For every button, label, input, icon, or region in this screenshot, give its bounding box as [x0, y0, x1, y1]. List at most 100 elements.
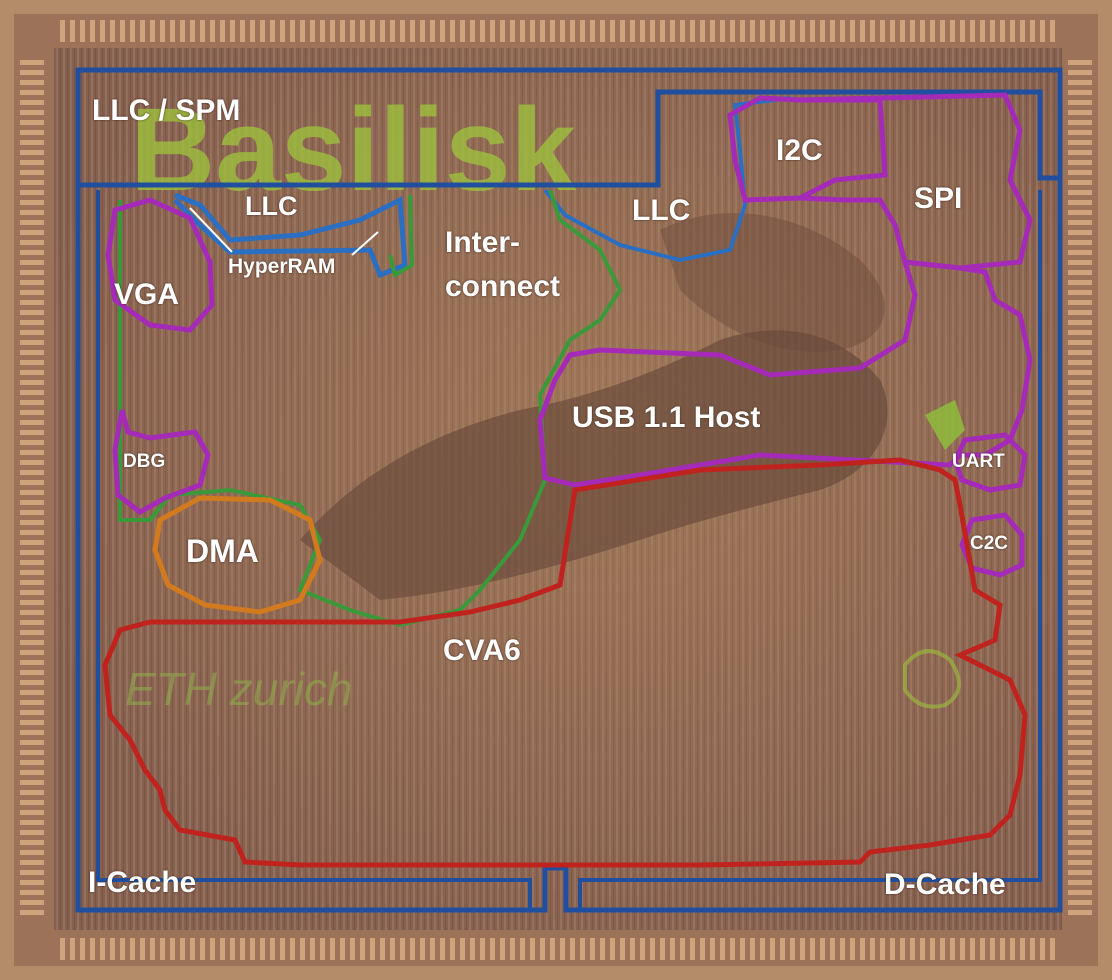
bond-pad: [20, 350, 44, 355]
bond-pad: [890, 938, 895, 960]
bond-pad: [360, 20, 365, 42]
bond-pad: [710, 20, 715, 42]
bond-pad: [540, 20, 545, 42]
bond-pad: [20, 550, 44, 555]
bond-pad: [750, 938, 755, 960]
bond-pad: [1068, 310, 1092, 315]
bond-pad: [20, 780, 44, 785]
bond-pad: [480, 938, 485, 960]
label-icache: I-Cache: [88, 866, 197, 899]
label-llc-right: LLC: [632, 194, 691, 227]
bond-pad: [810, 20, 815, 42]
bond-pad: [210, 20, 215, 42]
bond-pad: [500, 938, 505, 960]
bond-pad: [20, 100, 44, 105]
llc-right-outline: [543, 96, 791, 263]
bond-pad: [1068, 460, 1092, 465]
bond-pad: [1068, 170, 1092, 175]
bond-pad: [590, 938, 595, 960]
bond-pad: [930, 938, 935, 960]
bond-pad: [1040, 20, 1045, 42]
bond-pad: [190, 20, 195, 42]
bond-pad: [670, 20, 675, 42]
bond-pad: [1020, 20, 1025, 42]
bond-pad: [920, 938, 925, 960]
bond-pad: [140, 20, 145, 42]
bond-pad: [860, 938, 865, 960]
bond-pad: [1068, 540, 1092, 545]
label-vga: VGA: [114, 278, 180, 311]
bond-pad: [340, 938, 345, 960]
bond-pad: [880, 20, 885, 42]
bond-pad: [970, 938, 975, 960]
bond-pad: [20, 450, 44, 455]
bond-pad: [1068, 770, 1092, 775]
bond-pad: [1068, 420, 1092, 425]
bond-pad: [760, 20, 765, 42]
bond-pad: [440, 938, 445, 960]
bond-pad: [230, 20, 235, 42]
bond-pad: [530, 938, 535, 960]
bond-pad: [1068, 190, 1092, 195]
snake-artwork: [300, 330, 888, 600]
bond-pad: [20, 110, 44, 115]
bond-pad: [700, 938, 705, 960]
bond-pad: [250, 20, 255, 42]
bond-pad: [1068, 500, 1092, 505]
bond-pad: [20, 690, 44, 695]
bond-pad: [1068, 250, 1092, 255]
bond-pad: [1068, 210, 1092, 215]
bond-pad: [20, 520, 44, 525]
inner-frame-outline: [96, 190, 1042, 910]
i2c-outline: [727, 95, 888, 203]
chip-outline: [75, 67, 1063, 913]
bond-pad: [1068, 900, 1092, 905]
bond-pad: [460, 938, 465, 960]
bond-pad: [430, 20, 435, 42]
bond-pad: [80, 938, 85, 960]
bond-pad: [1068, 870, 1092, 875]
bond-pad: [680, 20, 685, 42]
bond-pad: [280, 938, 285, 960]
bond-pad: [1068, 350, 1092, 355]
bond-pad: [640, 938, 645, 960]
bond-pad: [20, 490, 44, 495]
bond-pad: [960, 20, 965, 42]
bond-pad: [260, 938, 265, 960]
bond-pad: [360, 938, 365, 960]
bond-pad: [1068, 320, 1092, 325]
bond-pad: [1000, 938, 1005, 960]
bond-pad: [520, 20, 525, 42]
bond-pad: [180, 938, 185, 960]
bond-pad: [720, 938, 725, 960]
bond-pad: [1068, 480, 1092, 485]
bond-pad: [770, 20, 775, 42]
bond-pad: [1068, 380, 1092, 385]
bond-pad: [1068, 830, 1092, 835]
bond-pad: [20, 730, 44, 735]
bond-pad: [1068, 490, 1092, 495]
bond-pad: [410, 938, 415, 960]
bond-pad: [950, 20, 955, 42]
bond-pad: [1068, 110, 1092, 115]
bond-pad: [350, 20, 355, 42]
bond-pad: [300, 20, 305, 42]
bond-pad: [310, 938, 315, 960]
bond-pad: [100, 20, 105, 42]
bond-pad: [780, 20, 785, 42]
bond-pad: [1068, 890, 1092, 895]
bond-pad: [770, 938, 775, 960]
bond-pad: [20, 180, 44, 185]
bond-pad: [380, 938, 385, 960]
bond-pad: [690, 20, 695, 42]
snake-head-artwork: [660, 213, 885, 352]
bond-pad: [20, 710, 44, 715]
bond-pad: [20, 560, 44, 565]
bond-pad: [870, 938, 875, 960]
bond-pad: [1068, 450, 1092, 455]
bond-pad: [1010, 938, 1015, 960]
bond-pad: [1068, 850, 1092, 855]
bond-pad: [20, 220, 44, 225]
llc-spm-region-outline: [78, 89, 1060, 188]
